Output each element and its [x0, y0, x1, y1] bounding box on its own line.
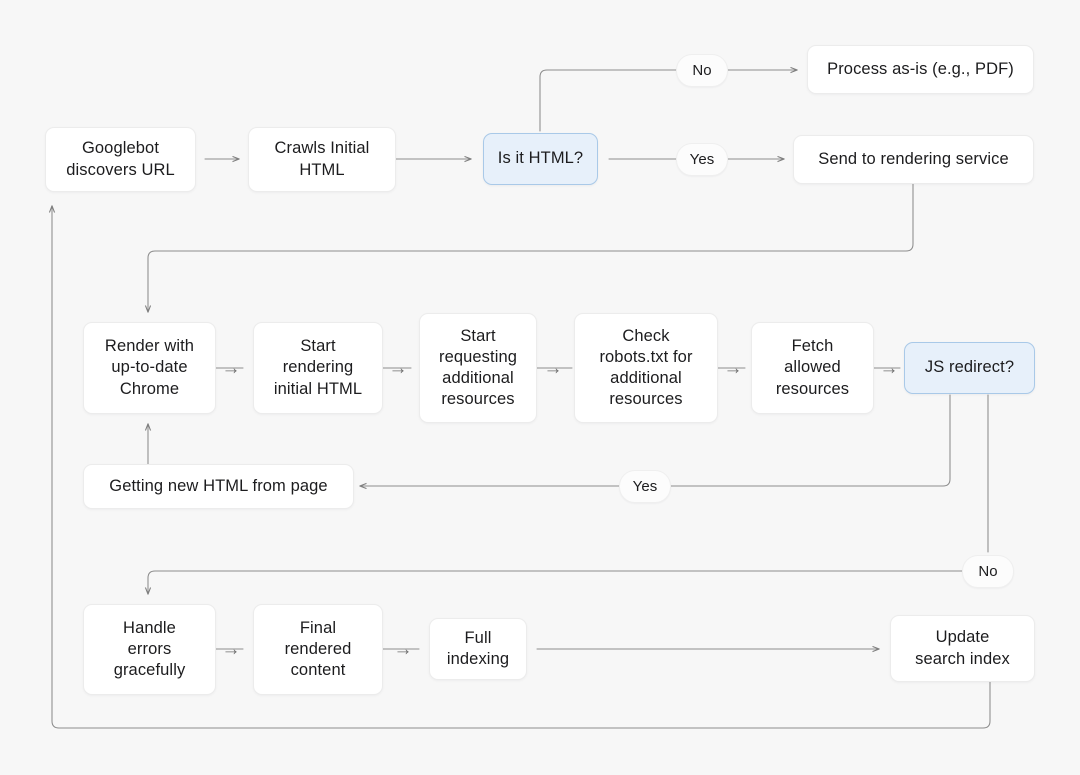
node-label: Fetch allowed resources: [775, 337, 850, 398]
arrow-icon-fetch-jsredirect: →: [877, 358, 901, 378]
arrow-right-icon: →: [221, 357, 241, 379]
node-label: Getting new HTML from page: [109, 476, 328, 495]
node-label: Check robots.txt for additional resource…: [599, 326, 693, 409]
node-label: Handle errors gracefully: [113, 618, 186, 680]
arrow-icon-final-fullindexing: →: [391, 639, 415, 659]
arrow-right-icon: →: [723, 357, 743, 379]
node-label: Googlebot discovers URL: [66, 139, 175, 179]
arrow-icon-startrender-startrequest: →: [386, 358, 410, 378]
arrow-right-icon: →: [543, 357, 563, 379]
node-label: Start rendering initial HTML: [273, 337, 363, 398]
edge-label-text: Yes: [632, 478, 658, 495]
arrow-right-icon: →: [393, 638, 413, 660]
edge-label-html-no: No: [676, 54, 728, 87]
node-crawls-initial-html[interactable]: Crawls Initial HTML: [248, 127, 396, 192]
arrow-right-icon: →: [879, 357, 899, 379]
edge-no-pill-to-handleerrors: [148, 570, 963, 594]
edge-label-text: No: [692, 62, 712, 79]
node-update-search-index[interactable]: Update search index: [890, 615, 1035, 682]
node-handle-errors-gracefully[interactable]: Handle errors gracefully: [83, 604, 216, 695]
node-send-to-rendering-service[interactable]: Send to rendering service: [793, 135, 1034, 184]
edge-label-html-yes: Yes: [676, 143, 728, 176]
node-start-rendering-initial-html[interactable]: Start rendering initial HTML: [253, 322, 383, 414]
arrow-icon-robots-fetch: →: [721, 358, 745, 378]
node-label: Is it HTML?: [497, 149, 584, 168]
edge-label-redirect-yes: Yes: [619, 470, 671, 503]
edge-label-text: Yes: [689, 151, 715, 168]
node-start-requesting-additional-resources[interactable]: Start requesting additional resources: [419, 313, 537, 423]
edge-label-text: No: [978, 563, 998, 580]
node-label: Update search index: [915, 628, 1010, 668]
node-is-it-html[interactable]: Is it HTML?: [483, 133, 598, 185]
node-label: JS redirect?: [924, 358, 1015, 377]
node-js-redirect[interactable]: JS redirect?: [904, 342, 1035, 394]
node-final-rendered-content[interactable]: Final rendered content: [253, 604, 383, 695]
node-full-indexing[interactable]: Full indexing: [429, 618, 527, 680]
node-label: Start requesting additional resources: [438, 326, 518, 409]
arrow-right-icon: →: [388, 357, 408, 379]
arrow-icon-handleerrors-final: →: [219, 639, 243, 659]
edge-renderservice-to-renderchrome: [148, 183, 914, 312]
node-label: Process as-is (e.g., PDF): [827, 59, 1014, 78]
node-process-as-is[interactable]: Process as-is (e.g., PDF): [807, 45, 1034, 94]
edge-ishtml-no-to-process: [539, 69, 677, 132]
node-label: Send to rendering service: [818, 149, 1009, 168]
node-fetch-allowed-resources[interactable]: Fetch allowed resources: [751, 322, 874, 414]
node-googlebot-discovers-url[interactable]: Googlebot discovers URL: [45, 127, 196, 192]
edge-label-redirect-no: No: [962, 555, 1014, 588]
node-check-robots-txt[interactable]: Check robots.txt for additional resource…: [574, 313, 718, 423]
arrow-icon-renderchrome-startrender: →: [219, 358, 243, 378]
arrow-icon-startrequest-robots: →: [541, 358, 565, 378]
node-label: Render with up-to-date Chrome: [104, 337, 195, 398]
arrow-right-icon: →: [221, 638, 241, 660]
node-label: Final rendered content: [284, 618, 352, 680]
node-getting-new-html[interactable]: Getting new HTML from page: [83, 464, 354, 509]
node-label: Crawls Initial HTML: [274, 139, 370, 179]
node-render-with-chrome[interactable]: Render with up-to-date Chrome: [83, 322, 216, 414]
node-label: Full indexing: [446, 628, 510, 668]
